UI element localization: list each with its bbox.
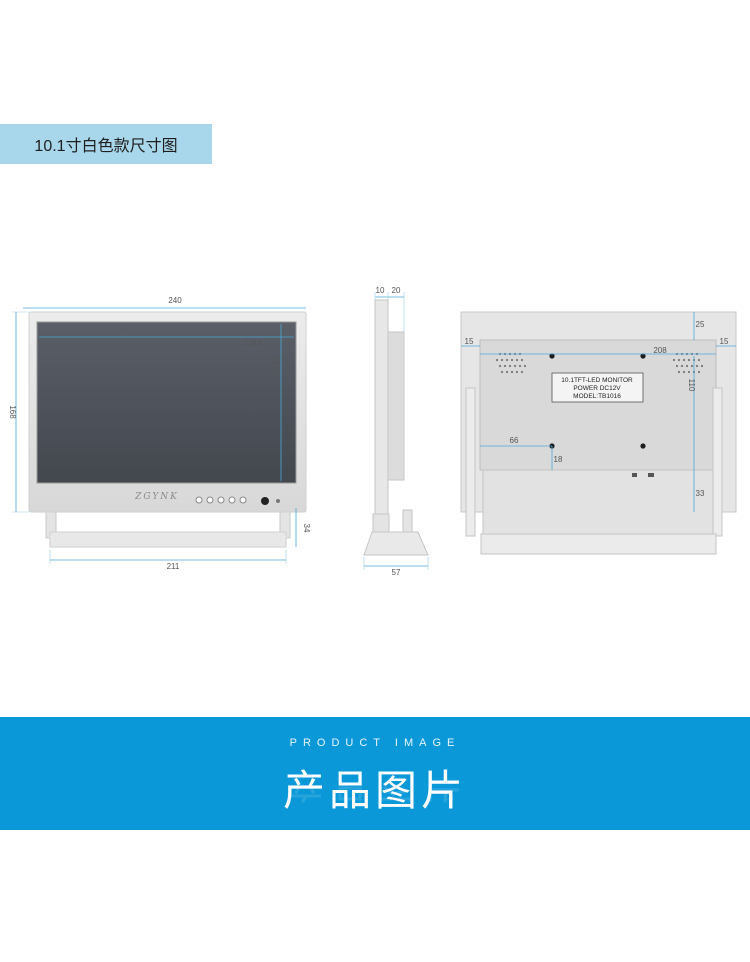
back-stand-arm-right — [712, 387, 723, 537]
side-panel — [374, 299, 389, 515]
spec-label-line2: POWER DC12V — [573, 385, 621, 392]
side-stand-post — [372, 513, 390, 533]
connector-port — [632, 473, 637, 477]
dim-back-hole-span: 208 — [653, 346, 667, 355]
front-view: ZGYNK 240 168 219.5 137.5 211 3 — [8, 296, 311, 571]
banner-subtitle: PRODUCT IMAGE — [289, 737, 461, 749]
dim-back-left-margin: 15 — [465, 337, 474, 346]
banner-title: 产品图片 — [282, 767, 467, 814]
brand-logo: ZGYNK — [134, 492, 179, 502]
page-title-text: 10.1寸白色款尺寸图 — [34, 138, 178, 155]
power-button — [261, 497, 269, 505]
mount-hole — [549, 353, 555, 359]
speaker-grille-right — [672, 352, 704, 374]
stand-base — [49, 531, 287, 548]
front-button — [206, 496, 214, 504]
dim-back-hole-vertical: 110 — [687, 379, 696, 392]
dim-width: 240 — [168, 296, 182, 305]
front-button — [195, 496, 203, 504]
back-view: 10.1TFT-LED MONITOR POWER DC12V MODEL:TB… — [460, 311, 737, 555]
back-stand-arm-left — [465, 387, 476, 537]
back-housing — [479, 339, 717, 471]
spec-label-line1: 10.1TFT-LED MONITOR — [561, 377, 633, 384]
side-back-housing — [387, 331, 405, 481]
side-stand-base — [363, 531, 429, 556]
side-view: 10 20 57 — [363, 286, 429, 577]
dim-back-bottom-margin: 33 — [696, 489, 705, 498]
dim-back-top-margin: 25 — [696, 320, 705, 329]
dim-side-depth-b: 20 — [392, 286, 401, 295]
connector-port — [648, 473, 654, 477]
front-button — [239, 496, 247, 504]
dim-base-depth: 57 — [392, 568, 401, 577]
dim-screen-width: 219.5 — [243, 339, 264, 348]
product-image-banner: PRODUCT IMAGE 产品图片 产品图片 — [0, 717, 750, 830]
back-stand-base — [480, 533, 717, 555]
page-title: 10.1寸白色款尺寸图 — [0, 124, 212, 164]
front-button — [228, 496, 236, 504]
dim-side-depth-a: 10 — [376, 286, 385, 295]
dim-back-right-margin: 15 — [720, 337, 729, 346]
dim-stand-height: 34 — [302, 524, 311, 533]
back-lower-body — [482, 469, 714, 535]
monitor-screen — [36, 321, 297, 484]
spec-label-line3: MODEL:TB1016 — [573, 393, 621, 400]
spec-label — [551, 372, 644, 403]
mount-hole — [640, 443, 646, 449]
banner-title-reflection: 产品图片 — [0, 785, 750, 815]
dim-stand-width: 211 — [167, 562, 180, 571]
side-stand-arm — [402, 509, 413, 535]
front-button — [217, 496, 225, 504]
dim-screen-height: 137.5 — [271, 356, 280, 377]
dim-height: 168 — [8, 405, 17, 419]
mount-hole — [640, 353, 646, 359]
dim-back-hole-offset-y: 18 — [554, 455, 563, 464]
front-button-panel — [195, 496, 280, 505]
power-indicator — [276, 499, 280, 503]
dimension-diagram: ZGYNK 240 168 219.5 137.5 211 3 — [8, 286, 737, 577]
dim-back-hole-offset-x: 66 — [510, 436, 519, 445]
